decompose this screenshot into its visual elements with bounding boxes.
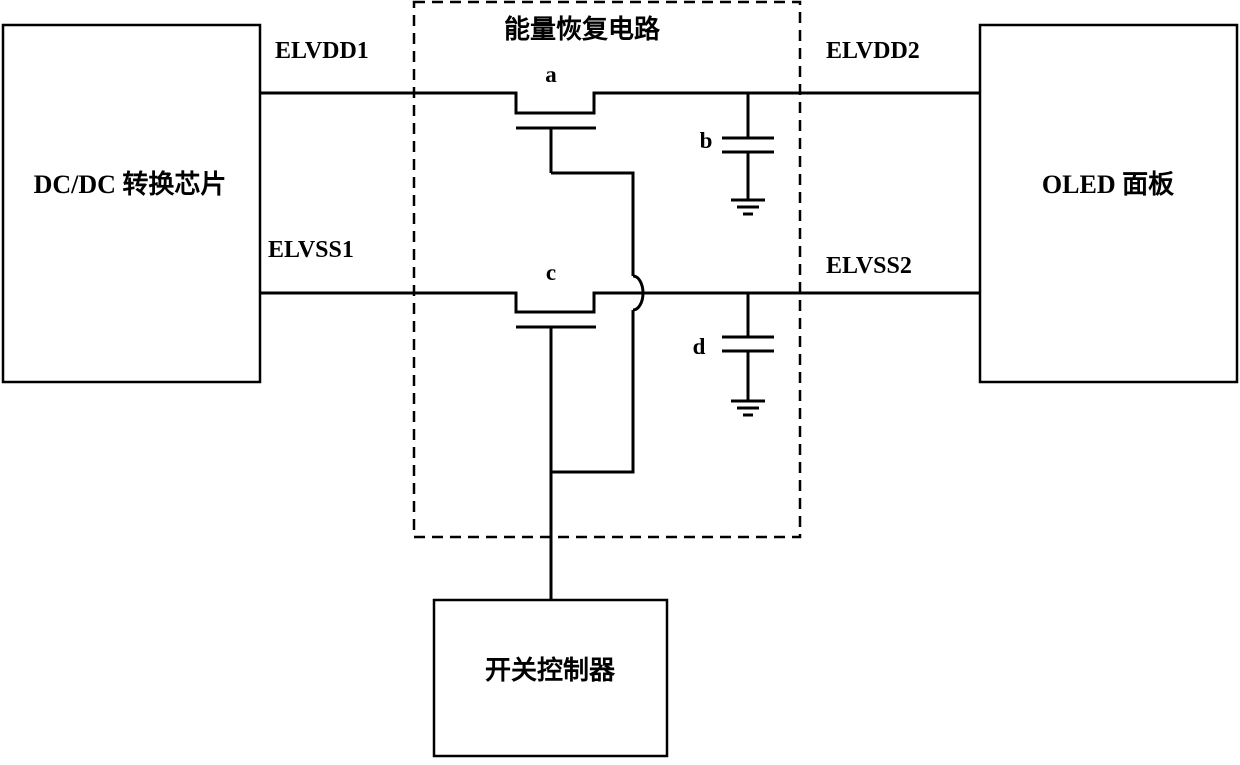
elvss1-label: ELVSS1 [268,237,354,263]
ground-b-icon [731,200,765,214]
elvss2-label: ELVSS2 [826,253,912,279]
switch-controller-label: 开关控制器 [485,656,616,685]
transistor-a-label: a [545,62,557,87]
elvdd2-label: ELVDD2 [826,38,920,64]
ground-d-icon [731,401,765,415]
energy-recovery-boundary [414,2,800,537]
gate-a-wire-lower [551,310,633,472]
transistor-c-label: c [546,260,556,285]
energy-recovery-title: 能量恢复电路 [504,14,661,44]
capacitor-b-label: b [700,128,713,153]
elvdd1-label: ELVDD1 [275,38,369,64]
dcdc-converter-block [3,25,260,382]
gate-a-wire-upper [551,173,633,276]
elvdd-wire [260,93,980,113]
elvss-wire [260,293,980,312]
dcdc-converter-label: DC/DC 转换芯片 [34,170,227,199]
capacitor-d-label: d [693,334,706,359]
oled-panel-label: OLED 面板 [1042,170,1174,199]
oled-panel-block [980,25,1237,382]
